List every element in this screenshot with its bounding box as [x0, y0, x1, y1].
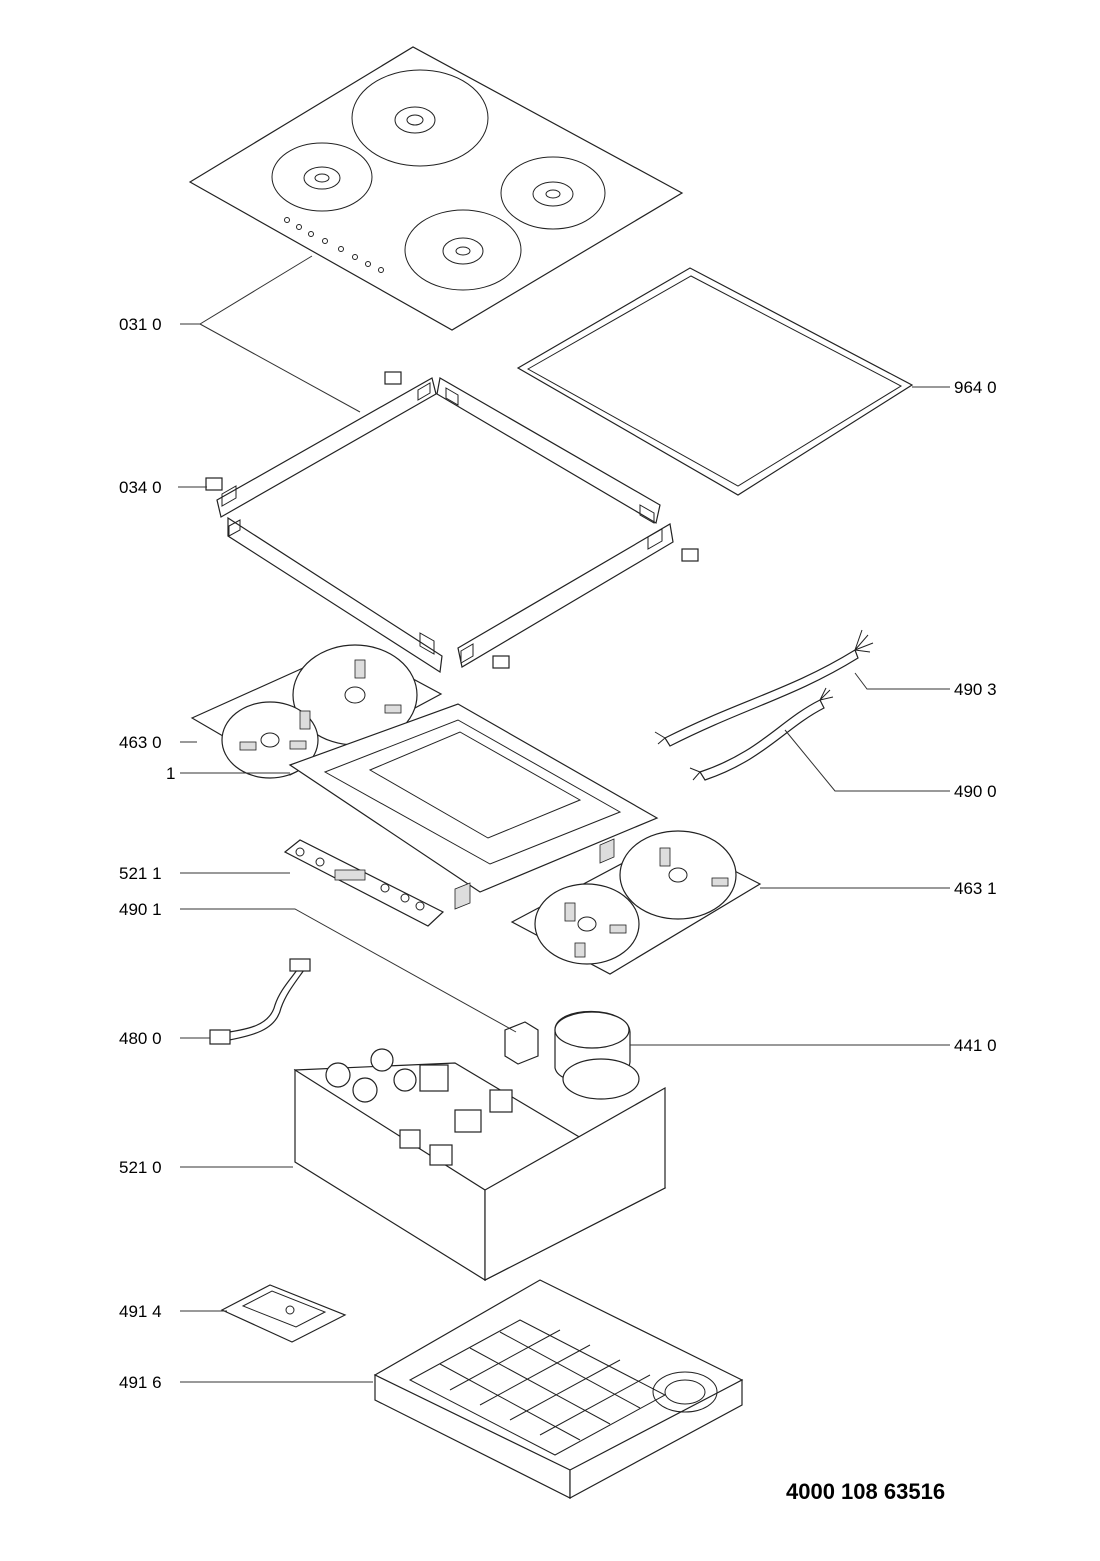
mica-plate-491-4 — [220, 1284, 347, 1343]
label-491-6: 491 6 — [119, 1373, 162, 1392]
leader-lines — [178, 255, 950, 1383]
label-490-0: 490 0 — [954, 782, 997, 801]
label-964-0: 964 0 — [954, 378, 997, 397]
label-441-0: 441 0 — [954, 1036, 997, 1055]
label-034-0: 034 0 — [119, 478, 162, 497]
corner-clips — [205, 371, 699, 669]
label-463-0: 463 0 — [119, 733, 162, 752]
coil-plate-463-0 — [190, 644, 443, 779]
frame-rails — [205, 371, 699, 674]
support-tray — [288, 703, 659, 910]
glass-ceramic-top — [188, 46, 684, 331]
coil-plate-463-1 — [510, 830, 762, 975]
label-1: 1 — [166, 764, 176, 783]
control-board-521-1 — [283, 839, 445, 927]
bottom-casing-491-6 — [373, 1279, 744, 1500]
label-031-0: 031 0 — [119, 315, 162, 334]
label-521-1: 521 1 — [119, 864, 162, 883]
label-480-0: 480 0 — [119, 1029, 162, 1048]
ribbon-cable-480-0 — [209, 958, 311, 1045]
gasket-964-0 — [516, 267, 914, 496]
control-dots — [284, 217, 384, 273]
label-491-4: 491 4 — [119, 1302, 162, 1321]
label-490-3: 490 3 — [954, 680, 997, 699]
document-code: 4000 108 63516 — [786, 1479, 946, 1504]
clip-490-1 — [504, 1021, 539, 1065]
label-521-0: 521 0 — [119, 1158, 162, 1177]
power-cables — [654, 629, 874, 781]
power-board-521-0 — [293, 1048, 667, 1282]
label-463-1: 463 1 — [954, 879, 997, 898]
label-490-1: 490 1 — [119, 900, 162, 919]
